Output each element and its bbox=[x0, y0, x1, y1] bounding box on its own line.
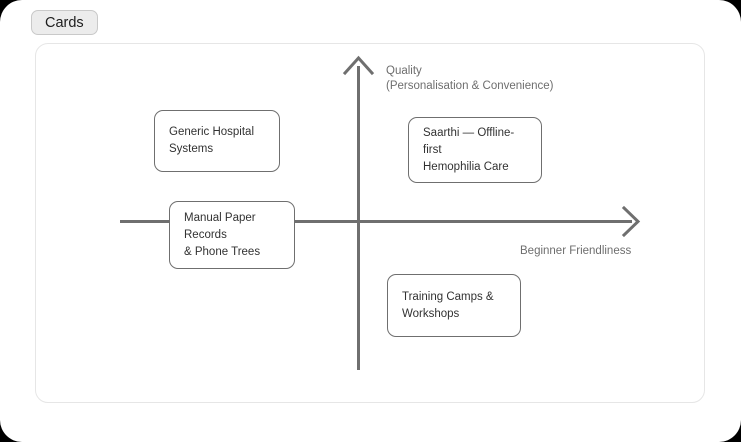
x-axis-label: Beginner Friendliness bbox=[520, 245, 632, 257]
tab-cards-label: Cards bbox=[45, 14, 84, 31]
quadrant-card-manual-paper-records[interactable]: Manual Paper Records & Phone Trees bbox=[169, 201, 295, 269]
y-axis-label-line1: Quality bbox=[386, 65, 422, 77]
quadrant-card-label: Saarthi — Offline-first Hemophilia Care bbox=[423, 126, 515, 173]
quadrant-card-saarthi[interactable]: Saarthi — Offline-first Hemophilia Care bbox=[408, 117, 542, 183]
tab-cards[interactable]: Cards bbox=[31, 10, 98, 35]
quadrant-card-label: Generic Hospital Systems bbox=[169, 126, 255, 155]
y-axis-label: Quality (Personalisation & Convenience) bbox=[386, 64, 553, 94]
quadrant-card-generic-hospital-systems[interactable]: Generic Hospital Systems bbox=[154, 110, 280, 172]
y-axis-label-line2: (Personalisation & Convenience) bbox=[386, 80, 554, 92]
quadrant-card-label: Training Camps & Workshops bbox=[402, 290, 494, 320]
diagram-panel bbox=[35, 43, 705, 403]
quadrant-card-label: Manual Paper Records & Phone Trees bbox=[184, 211, 261, 258]
quadrant-card-training-camps[interactable]: Training Camps & Workshops bbox=[387, 274, 521, 337]
